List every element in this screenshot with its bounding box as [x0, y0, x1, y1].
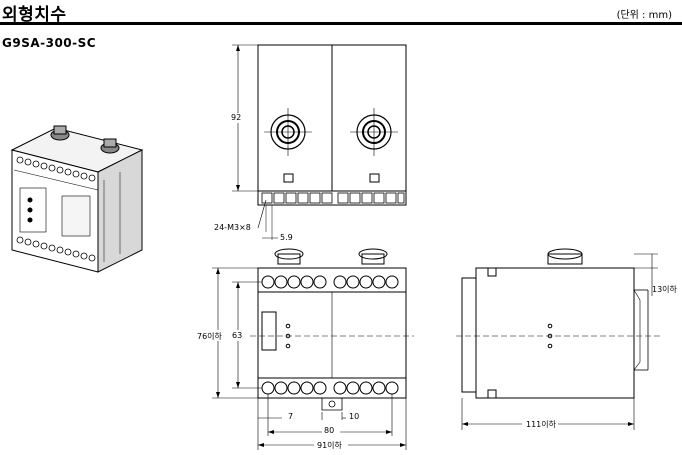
front-view	[196, 248, 414, 450]
knob-left	[264, 108, 312, 156]
page-title: 외형치수	[2, 5, 67, 25]
dim-76: 76이하	[197, 332, 222, 341]
dim-terminal-screws: 24-M3×8	[214, 223, 251, 232]
top-terminals	[16, 156, 96, 182]
dim-10: 10	[349, 412, 360, 421]
front-bottom-terminals	[261, 381, 399, 395]
unit-label: (단위 : mm)	[616, 10, 672, 21]
model-name: G9SA-300-SC	[2, 36, 97, 50]
dim-92: 92	[231, 113, 242, 122]
top-view-terminals	[261, 192, 405, 204]
dim-13: 13이하	[652, 285, 677, 294]
dim-91: 91이하	[317, 441, 342, 450]
dim-7: 7	[288, 412, 294, 421]
top-view	[231, 44, 407, 240]
dim-63: 63	[232, 331, 243, 340]
dim-pitch: 5.9	[280, 233, 293, 242]
front-top-terminals	[261, 275, 399, 289]
knob-right	[350, 108, 398, 156]
title-rule	[0, 22, 682, 25]
dim-111: 111이하	[526, 420, 556, 429]
product-photo	[10, 125, 144, 273]
side-view	[456, 248, 660, 430]
dim-80: 80	[324, 426, 335, 435]
